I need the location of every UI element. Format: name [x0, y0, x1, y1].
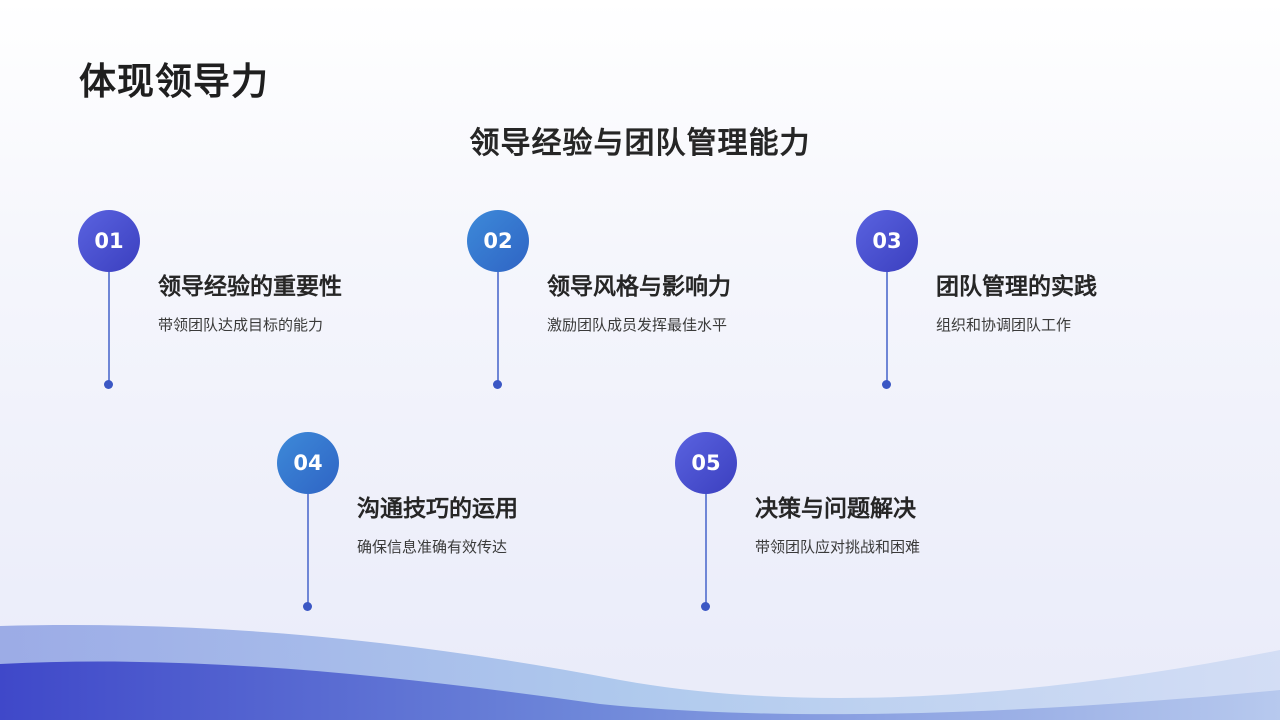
page-subtitle: 领导经验与团队管理能力 — [469, 126, 811, 161]
item-description: 带领团队应对挑战和困难 — [755, 538, 921, 556]
number-badge: 04 — [277, 432, 339, 494]
connector-line — [497, 272, 499, 382]
item-description: 带领团队达成目标的能力 — [158, 316, 324, 334]
page-title: 体现领导力 — [79, 60, 269, 103]
timeline-item-3: 03 团队管理的实践 组织和协调团队工作 — [856, 210, 1216, 400]
connector-line — [886, 272, 888, 382]
timeline-item-1: 01 领导经验的重要性 带领团队达成目标的能力 — [78, 210, 438, 400]
item-description: 激励团队成员发挥最佳水平 — [547, 316, 728, 334]
item-title: 团队管理的实践 — [936, 274, 1097, 300]
wave-dark-layer — [0, 661, 1280, 720]
timeline-item-2: 02 领导风格与影响力 激励团队成员发挥最佳水平 — [467, 210, 827, 400]
timeline-item-5: 05 决策与问题解决 带领团队应对挑战和困难 — [675, 432, 1035, 622]
connector-dot — [882, 380, 891, 389]
connector-line — [307, 494, 309, 604]
item-description: 组织和协调团队工作 — [936, 316, 1072, 334]
item-title: 领导经验的重要性 — [158, 274, 342, 300]
item-title: 沟通技巧的运用 — [357, 496, 518, 522]
number-badge: 03 — [856, 210, 918, 272]
item-title: 领导风格与影响力 — [547, 274, 731, 300]
connector-dot — [701, 602, 710, 611]
number-badge: 05 — [675, 432, 737, 494]
number-badge: 01 — [78, 210, 140, 272]
connector-line — [705, 494, 707, 604]
connector-dot — [493, 380, 502, 389]
connector-dot — [104, 380, 113, 389]
connector-line — [108, 272, 110, 382]
item-description: 确保信息准确有效传达 — [357, 538, 508, 556]
connector-dot — [303, 602, 312, 611]
bottom-wave-decoration — [0, 625, 1280, 720]
timeline-item-4: 04 沟通技巧的运用 确保信息准确有效传达 — [277, 432, 637, 622]
item-title: 决策与问题解决 — [755, 496, 916, 522]
number-badge: 02 — [467, 210, 529, 272]
